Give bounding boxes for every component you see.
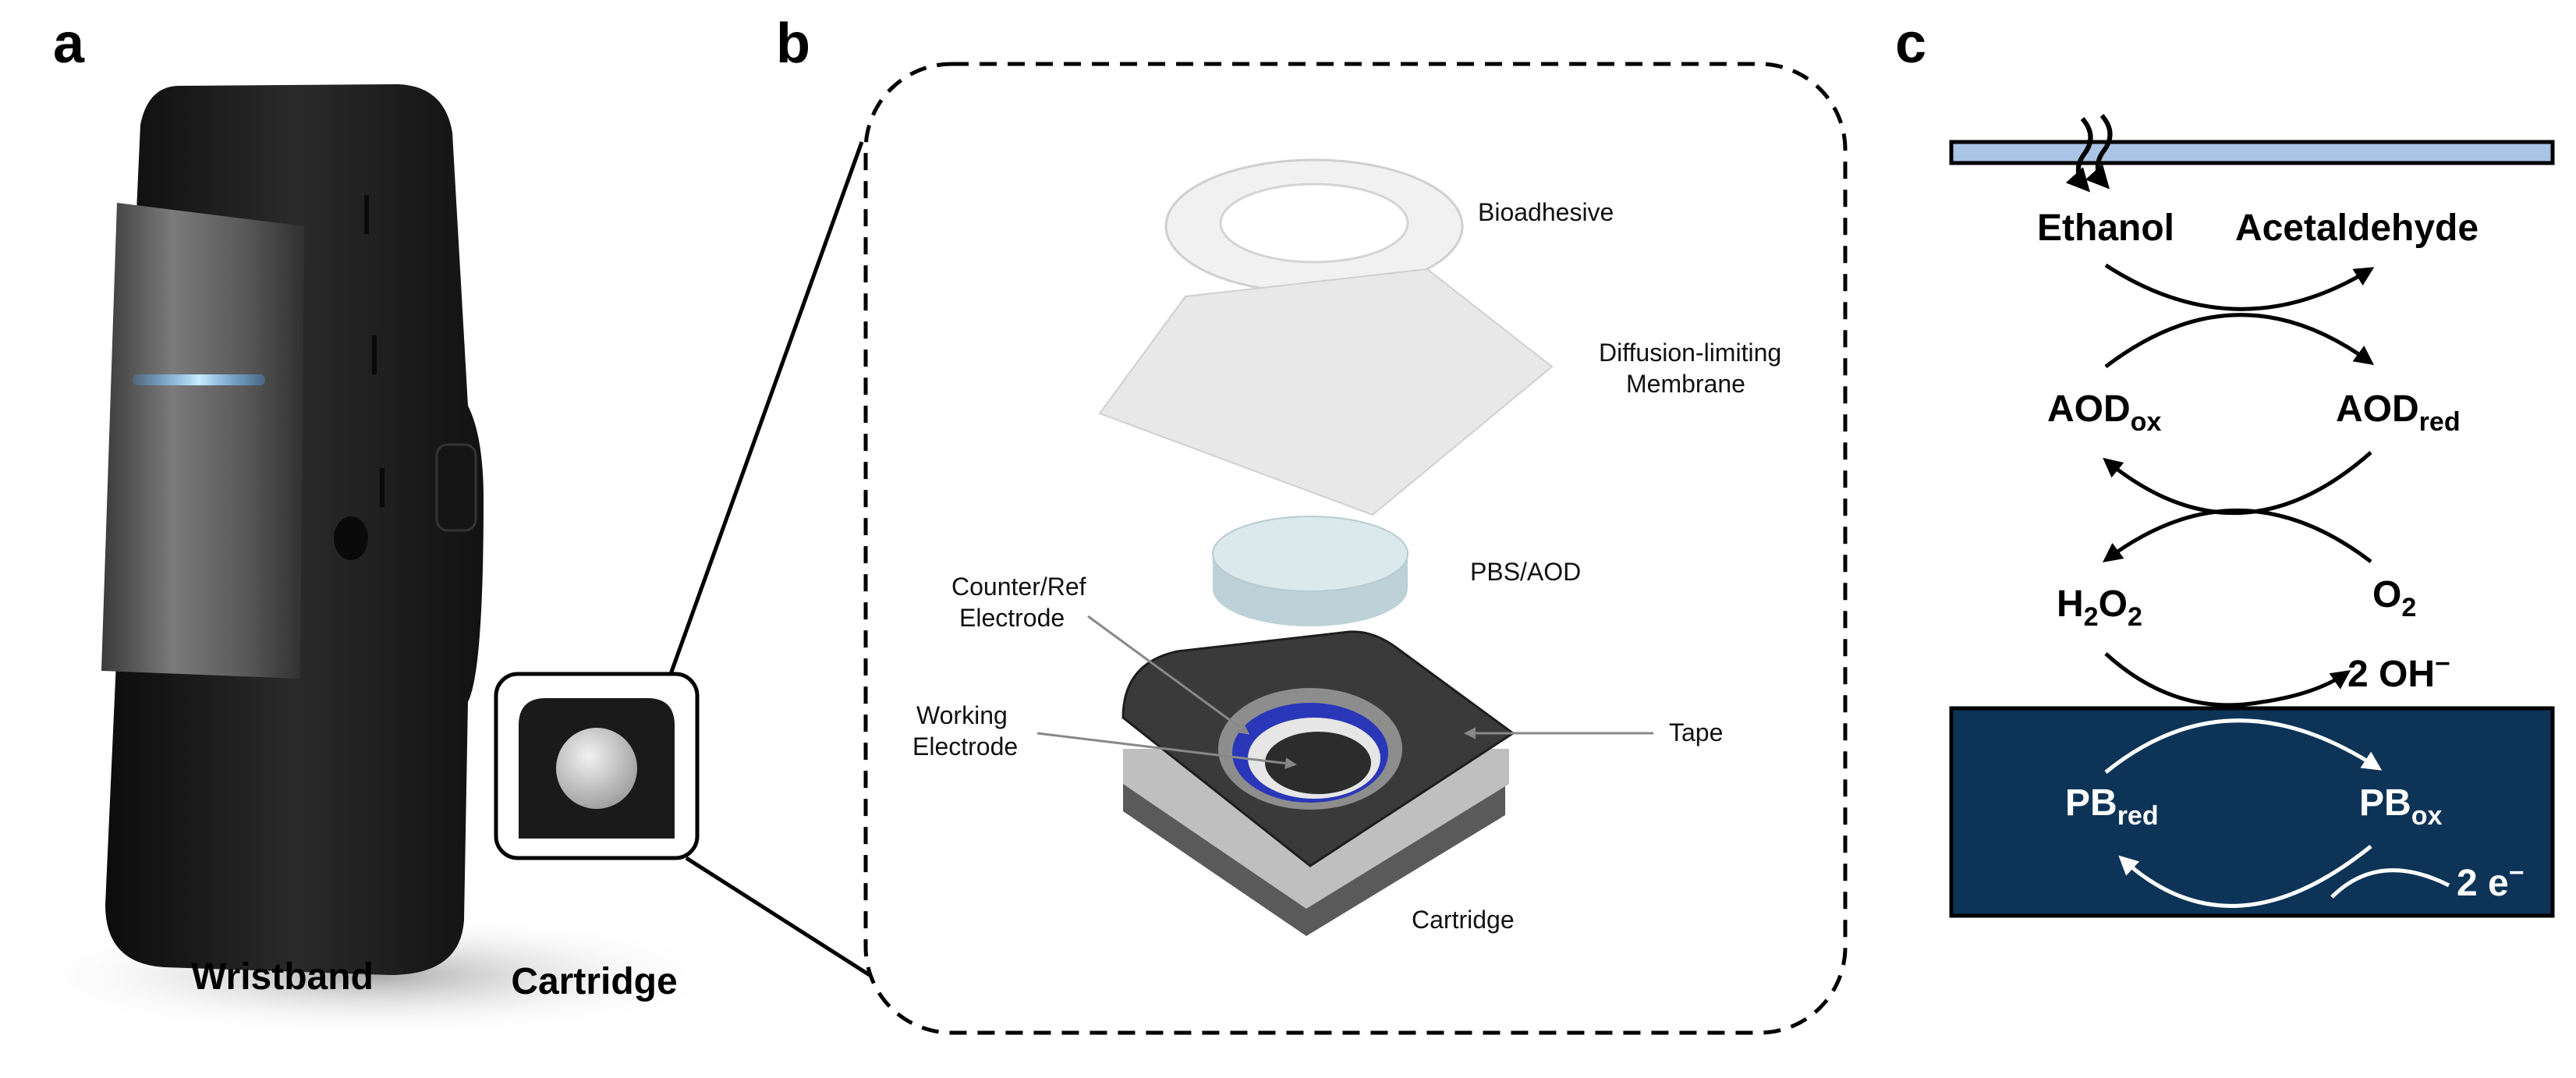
pb-red-base: PB xyxy=(2065,782,2117,824)
panel-letter-a: a xyxy=(53,12,85,75)
cartridge-base xyxy=(1121,630,1515,936)
h2o2-to-hydroxide-arrow xyxy=(2104,652,2351,707)
o2-o: O xyxy=(2372,574,2401,615)
hydroxide-charge: − xyxy=(2435,649,2450,679)
aod-ox-subscript: ox xyxy=(2131,407,2162,437)
pb-red-subscript: red xyxy=(2117,801,2159,831)
pbs-aod-disc xyxy=(1212,516,1408,626)
pb-ox-to-red-arrow xyxy=(2118,845,2372,908)
panel-letter-c: c xyxy=(1895,12,1926,75)
electrons-charge: − xyxy=(2509,858,2525,888)
electrons-base: 2 e xyxy=(2457,863,2509,904)
panel-b: b Bioadhesive Diffusion-limi xyxy=(776,12,1848,1035)
electrode-block xyxy=(1949,706,2555,918)
zoom-line-top xyxy=(668,141,864,675)
tape-label: Tape xyxy=(1669,718,1723,746)
h2o2-label: H2O2 xyxy=(2057,583,2142,632)
cartridge-label: Cartridge xyxy=(511,961,677,1002)
counter-electrode-label-line2: Electrode xyxy=(959,604,1065,632)
h2o2-o: O xyxy=(2099,583,2128,625)
working-electrode-leader xyxy=(1036,732,1297,770)
skin-layer xyxy=(1949,140,2555,165)
o2-sub: 2 xyxy=(2401,593,2416,622)
panel-a: a Wristband Cartridge xyxy=(16,12,871,1037)
pbs-aod-label: PBS/AOD xyxy=(1470,558,1581,586)
zoom-line-bottom xyxy=(685,856,871,977)
aod-red-subscript: red xyxy=(2419,407,2461,437)
membrane-label-line1: Diffusion-limiting xyxy=(1599,339,1781,367)
o2-label: O2 xyxy=(2372,574,2416,622)
counter-electrode-leader xyxy=(1087,615,1250,735)
bioadhesive-label: Bioadhesive xyxy=(1478,198,1614,226)
panel-c: c Ethanol Acetaldehyde AODox AODred H2O2… xyxy=(1895,12,2555,918)
ethanol-to-acetaldehyde-arrow xyxy=(2104,263,2375,311)
aod-red-label: AODred xyxy=(2336,388,2461,437)
working-electrode-label-line1: Working xyxy=(916,701,1008,729)
h2o2-h: H xyxy=(2057,583,2084,625)
h2o2-sub2: 2 xyxy=(2128,602,2142,632)
wristband-label: Wristband xyxy=(191,956,374,998)
pb-red-label: PBred xyxy=(2065,782,2159,831)
counter-electrode-label-line1: Counter/Ref xyxy=(951,573,1086,601)
aod-ox-base: AOD xyxy=(2047,388,2131,430)
pb-red-to-ox-arrow xyxy=(2104,718,2383,774)
wristband-image xyxy=(101,84,484,975)
diffusion-membrane xyxy=(1098,268,1554,516)
pb-ox-base: PB xyxy=(2359,782,2411,824)
h2o2-sub1: 2 xyxy=(2084,602,2099,632)
electrons-label: 2 e− xyxy=(2457,858,2525,904)
working-electrode-label-line2: Electrode xyxy=(912,732,1018,761)
cartridge-inset xyxy=(494,672,700,860)
hydroxide-base: 2 OH xyxy=(2347,654,2435,695)
pb-ox-subscript: ox xyxy=(2411,801,2443,831)
aod-ox-label: AODox xyxy=(2047,388,2161,437)
membrane-label-line2: Membrane xyxy=(1626,370,1745,398)
aod-red-base: AOD xyxy=(2336,388,2419,430)
acetaldehyde-label: Acetaldehyde xyxy=(2235,207,2479,249)
ethanol-diffusion-arrows xyxy=(2065,114,2113,193)
cartridge-layer-label: Cartridge xyxy=(1412,906,1515,934)
electron-flow-arrow xyxy=(2330,868,2450,899)
exploded-view-frame xyxy=(863,62,1848,1035)
o2-to-h2o2-arrow xyxy=(2103,509,2372,563)
ethanol-label: Ethanol xyxy=(2037,207,2174,249)
aod-red-to-ox-arrow xyxy=(2103,451,2372,516)
pb-ox-label: PBox xyxy=(2359,782,2442,831)
hydroxide-label: 2 OH− xyxy=(2347,649,2450,695)
panel-letter-b: b xyxy=(776,12,810,75)
aod-ox-to-red-arrow xyxy=(2104,313,2375,368)
